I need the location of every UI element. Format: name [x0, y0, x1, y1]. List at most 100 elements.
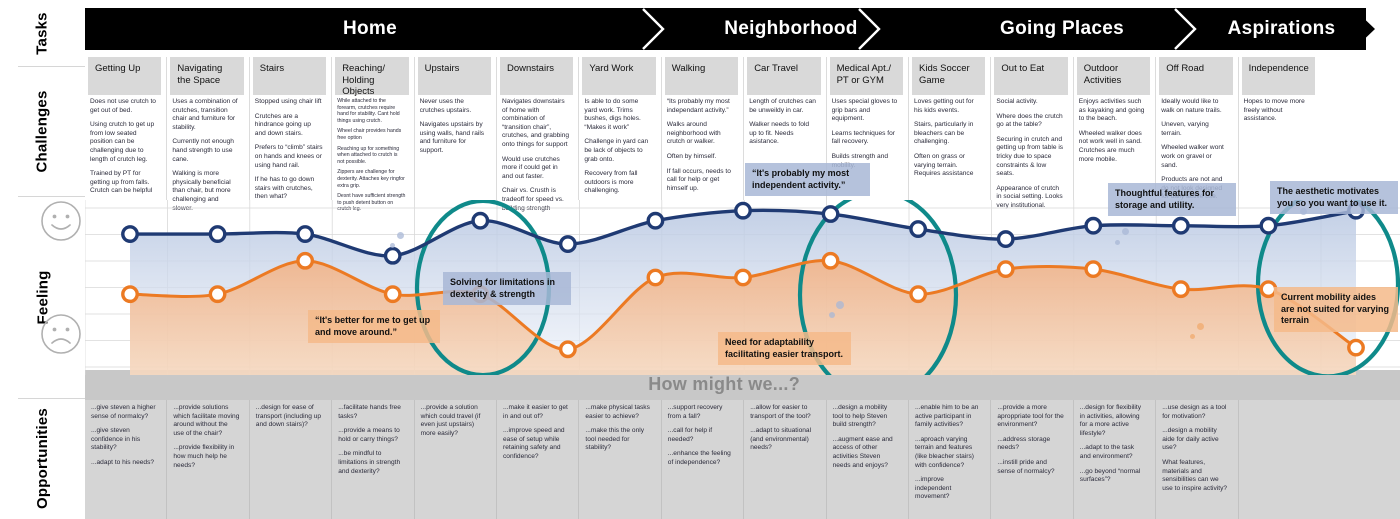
expectation-point-13[interactable]	[1171, 216, 1190, 235]
opportunity-text: ...make it easier to get in and out of?	[503, 404, 568, 420]
phase-home[interactable]: Home	[85, 8, 655, 50]
opportunity-text: ...enhance the feeling of independence?	[667, 450, 731, 466]
task-header-9[interactable]: Car Travel	[747, 57, 821, 95]
highlight-circle-2[interactable]	[797, 200, 959, 375]
challenge-text: If fall occurs, needs to call for help o…	[666, 167, 731, 192]
experience-point-4[interactable]	[383, 285, 402, 304]
callout-6[interactable]: Current mobility aides are not suited fo…	[1274, 287, 1398, 332]
experience-point-3[interactable]	[296, 251, 315, 270]
experience-point-9[interactable]	[821, 251, 840, 270]
expectation-point-3[interactable]	[296, 225, 315, 243]
column-separator	[1155, 400, 1157, 519]
task-header-11[interactable]: Kids Soccer Game	[912, 57, 986, 95]
callout-1[interactable]: “It's better for me to get up and move a…	[308, 310, 440, 343]
callout-7[interactable]: The aesthetic motivates you so you want …	[1270, 181, 1398, 214]
experience-point-8[interactable]	[734, 268, 752, 287]
task-header-13[interactable]: Outdoor Activities	[1076, 57, 1151, 95]
challenges-cell-12: Social activity.Where does the crutch go…	[996, 98, 1070, 216]
challenge-text: Where does the crutch go at the table?	[996, 112, 1063, 129]
experience-point-2[interactable]	[208, 285, 227, 304]
task-header-1[interactable]: Getting Up	[88, 57, 162, 95]
challenge-text: Challenge in yard can be lack of objects…	[584, 138, 649, 163]
task-header-label: Walking	[671, 63, 706, 74]
challenge-text: While attached to the forearm, crutches …	[337, 98, 400, 124]
challenges-cell-11: Loves getting out for his kids events.St…	[914, 98, 988, 216]
task-header-label: Downstairs	[507, 63, 554, 74]
experience-point-1[interactable]	[121, 285, 139, 304]
phase-home-label: Home	[343, 18, 397, 39]
expectation-point-9[interactable]	[821, 205, 840, 223]
expectation-point-7[interactable]	[646, 211, 665, 230]
row-label-challenges: Challenges	[0, 66, 85, 196]
challenge-text: Stopped using chair lift	[254, 98, 322, 105]
challenge-text: Wheel chair provides hands free option	[337, 128, 402, 141]
experience-point-15[interactable]	[1347, 338, 1365, 357]
opportunities-cell-14: ...use design as a tool for motivation?.…	[1161, 404, 1235, 516]
opportunities-cell-9: ...allow for easier to transport of the …	[749, 404, 823, 516]
experience-point-12[interactable]	[1084, 260, 1103, 279]
opportunity-text: ...enable him to be an active participan…	[915, 404, 979, 429]
callout-3[interactable]: “It's probably my most independent activ…	[745, 163, 870, 196]
callout-4[interactable]: Need for adaptability facilitating easie…	[718, 332, 851, 365]
challenge-text: Desnt have sufficient strength to push d…	[337, 193, 406, 213]
experience-point-6[interactable]	[558, 340, 577, 359]
phase-neighborhood[interactable]: Neighborhood	[655, 8, 927, 50]
column-separator	[1072, 57, 1074, 200]
task-header-15[interactable]: Independence	[1241, 57, 1315, 95]
callout-5[interactable]: Thoughtful features for storage and util…	[1108, 183, 1236, 216]
experience-point-7[interactable]	[646, 268, 665, 287]
challenge-text: Walker needs to fold up to fit. Needs as…	[749, 121, 810, 146]
opportunity-text: ...go beyond “normal surfaces”?	[1079, 467, 1141, 484]
column-separator	[166, 57, 168, 200]
column-separator	[1237, 57, 1239, 200]
expectation-point-10[interactable]	[909, 220, 928, 238]
challenge-text: Crutches are a hindrance going up and do…	[254, 112, 311, 137]
expectation-point-12[interactable]	[1084, 216, 1103, 235]
task-header-6[interactable]: Downstairs	[500, 57, 574, 95]
task-header-label: Out to Eat	[1001, 63, 1045, 74]
task-header-label: Reaching/ Holding Objects	[342, 63, 385, 97]
challenge-text: Often by himself.	[666, 152, 717, 160]
callout-2[interactable]: Solving for limitations in dexterity & s…	[443, 272, 571, 305]
opportunity-text: ...address storage needs?	[997, 435, 1051, 452]
expectation-point-1[interactable]	[121, 225, 139, 243]
task-header-7[interactable]: Yard Work	[582, 57, 656, 95]
task-header-label: Upstairs	[424, 63, 460, 74]
expectation-point-5[interactable]	[471, 211, 490, 230]
column-separator	[743, 400, 745, 519]
expectation-point-11[interactable]	[996, 230, 1015, 248]
task-header-3[interactable]: Stairs	[252, 57, 327, 95]
phase-going-places-label: Going Places	[1000, 18, 1124, 39]
opportunities-cell-8: ...support recovery from a fall?...call …	[667, 404, 741, 516]
task-header-5[interactable]: Upstairs	[417, 57, 491, 95]
challenge-text: Never uses the crutches upstairs.	[419, 98, 472, 114]
rail-divider	[18, 196, 85, 197]
task-header-2[interactable]: Navigating the Space	[170, 57, 244, 95]
column-separator	[331, 57, 333, 200]
task-header-8[interactable]: Walking	[664, 57, 739, 95]
task-header-12[interactable]: Out to Eat	[994, 57, 1068, 95]
callout-text: Current mobility aides are not suited fo…	[1281, 292, 1390, 325]
challenges-cell-15: Hopes to move more freely without assist…	[1244, 98, 1318, 216]
phase-going-places[interactable]: Going Places	[927, 8, 1197, 50]
callout-tail-dot	[1115, 240, 1120, 245]
opportunity-text: ...augment ease and access of other acti…	[832, 435, 893, 469]
expectation-point-4[interactable]	[383, 246, 402, 265]
expectation-point-14[interactable]	[1259, 216, 1278, 235]
task-header-14[interactable]: Off Road	[1159, 57, 1233, 95]
expectation-point-8[interactable]	[734, 201, 752, 220]
challenge-text: Currently not enough hand strength to us…	[172, 138, 234, 163]
experience-point-11[interactable]	[996, 260, 1015, 279]
task-header-10[interactable]: Medical Apt./ PT or GYM	[829, 57, 903, 95]
task-header-label: Car Travel	[754, 63, 799, 74]
highlight-circle-3[interactable]	[1255, 200, 1400, 375]
expectation-point-6[interactable]	[558, 235, 577, 253]
expectation-point-2[interactable]	[208, 225, 227, 243]
opportunity-text: ...use design as a tool for motivation?	[1162, 404, 1227, 420]
task-header-4[interactable]: Reaching/ Holding Objects	[335, 57, 409, 97]
row-label-opportunities-text: Opportunities	[34, 408, 51, 509]
experience-point-13[interactable]	[1171, 280, 1190, 299]
challenge-text: Often on grass or varying terrain. Requi…	[914, 152, 974, 178]
phase-aspirations[interactable]: Aspirations	[1197, 8, 1366, 50]
experience-point-10[interactable]	[909, 285, 928, 304]
